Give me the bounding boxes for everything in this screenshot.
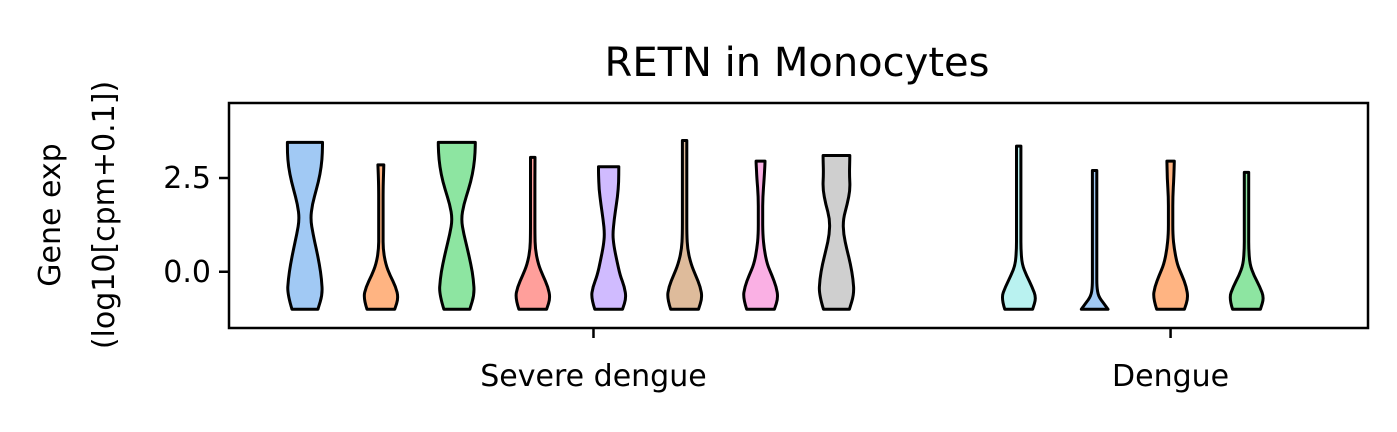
violin-2 (362, 163, 400, 311)
violin-12 (1228, 170, 1265, 311)
violin-6 (666, 139, 704, 311)
chart-title: RETN in Monocytes (605, 40, 990, 86)
violin-5 (590, 165, 628, 311)
violin-10 (1079, 169, 1110, 311)
y-axis-label: Gene exp (log10[cpm+0.1]) (33, 81, 122, 349)
x-axis: Severe dengue Dengue (480, 328, 1229, 394)
violin-7 (742, 159, 779, 311)
y-tick-label-1: 0.0 (163, 255, 211, 290)
y-tick-label-2: 2.5 (163, 161, 211, 196)
violin-11 (1152, 159, 1189, 311)
violin-3 (436, 140, 477, 311)
y-axis-label-line-2: (log10[cpm+0.1]) (87, 81, 122, 349)
violins-layer (285, 139, 1265, 311)
violin-4 (514, 155, 552, 311)
plot-frame (227, 101, 1370, 330)
violin-1 (285, 140, 324, 311)
x-tick-label-1: Severe dengue (480, 359, 706, 394)
violin-8 (817, 154, 856, 311)
x-tick-label-2: Dengue (1112, 359, 1229, 394)
y-axis: 0.0 2.5 (163, 161, 229, 290)
violin-9 (1000, 144, 1037, 311)
y-axis-label-line-1: Gene exp (33, 143, 68, 286)
